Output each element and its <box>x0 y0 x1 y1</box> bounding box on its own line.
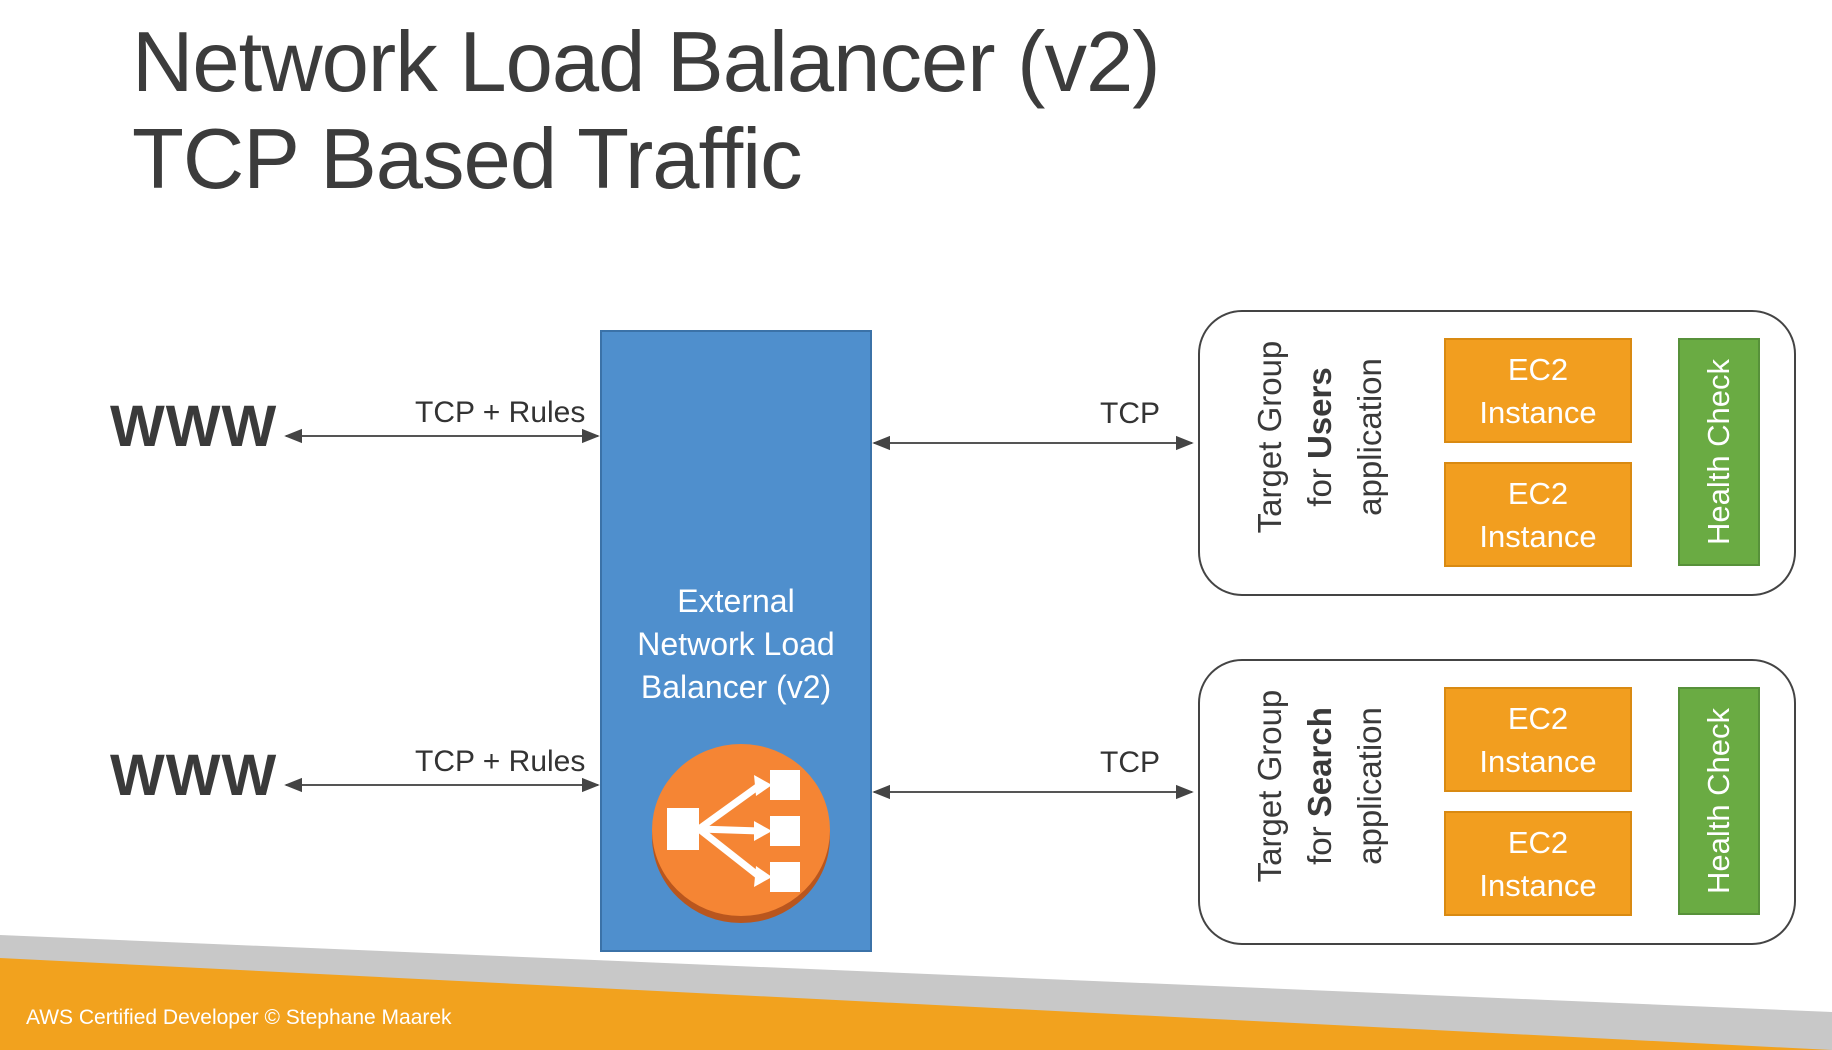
ec2-instance: EC2 Instance <box>1444 338 1632 443</box>
ec2-label-line-1: EC2 <box>1507 701 1569 736</box>
health-check: Health Check <box>1678 338 1760 566</box>
slide-title: Network Load Balancer (v2) TCP Based Tra… <box>132 14 1161 208</box>
tg-label-bold: Users <box>1301 367 1338 460</box>
arrow-label-tcp-1: TCP <box>1100 397 1160 430</box>
ec2-instance: EC2 Instance <box>1444 811 1632 916</box>
target-group-search: Target Group for Search application EC2 … <box>1198 659 1796 945</box>
ec2-label-line-1: EC2 <box>1507 352 1569 387</box>
load-balancer-label: External Network Load Balancer (v2) <box>602 580 870 709</box>
www-client-1: WWW <box>110 394 278 459</box>
tg-label-bold: Search <box>1301 707 1338 818</box>
elb-icon <box>652 744 830 923</box>
title-line-2: TCP Based Traffic <box>132 112 803 207</box>
health-check: Health Check <box>1678 687 1760 915</box>
health-check-label: Health Check <box>1701 358 1736 546</box>
footer-copyright: AWS Certified Developer © Stephane Maare… <box>26 1006 452 1029</box>
target-group-label: Target Group for Users application <box>1245 322 1395 552</box>
tg-label-line-1: Target Group <box>1251 689 1288 883</box>
target-group-label: Target Group for Search application <box>1245 671 1395 901</box>
tg-label-line-2: for Users <box>1295 322 1345 552</box>
target-group-users: Target Group for Users application EC2 I… <box>1198 310 1796 596</box>
tg-label-line-1: Target Group <box>1251 340 1288 534</box>
lb-label-line-1: External <box>677 583 795 619</box>
ec2-instance: EC2 Instance <box>1444 687 1632 792</box>
ec2-label-line-1: EC2 <box>1507 825 1569 860</box>
network-load-balancer: External Network Load Balancer (v2) <box>600 330 872 952</box>
arrow-label-tcp-2: TCP <box>1100 746 1160 779</box>
arrow-label-tcp-rules-2: TCP + Rules <box>415 745 586 778</box>
title-line-1: Network Load Balancer (v2) <box>132 15 1161 110</box>
ec2-label-line-2: Instance <box>1479 395 1597 430</box>
tg-label-line-3: application <box>1351 707 1388 865</box>
ec2-label-line-2: Instance <box>1479 744 1597 779</box>
tg-label-line-2: for Search <box>1295 671 1345 901</box>
lb-label-line-2: Network Load <box>637 626 835 662</box>
ec2-label-line-2: Instance <box>1479 868 1597 903</box>
lb-label-line-3: Balancer (v2) <box>640 669 832 705</box>
tg-label-prefix: for <box>1301 459 1338 507</box>
health-check-label: Health Check <box>1701 707 1736 895</box>
ec2-label-line-2: Instance <box>1479 519 1597 554</box>
www-client-2: WWW <box>110 743 278 808</box>
arrow-label-tcp-rules-1: TCP + Rules <box>415 396 586 429</box>
tg-label-line-3: application <box>1351 358 1388 516</box>
ec2-instance: EC2 Instance <box>1444 462 1632 567</box>
tg-label-prefix: for <box>1301 817 1338 865</box>
ec2-label-line-1: EC2 <box>1507 476 1569 511</box>
